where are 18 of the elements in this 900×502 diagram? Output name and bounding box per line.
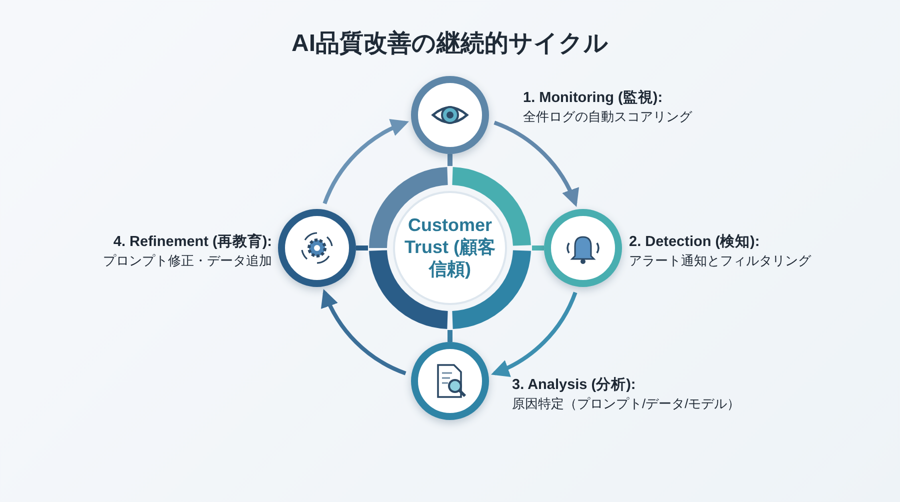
step-heading: 1. Monitoring (監視): bbox=[523, 88, 663, 107]
connector-line bbox=[356, 246, 368, 250]
connector-line bbox=[532, 246, 544, 250]
connector-line bbox=[448, 154, 452, 166]
step-heading: 2. Detection (検知): bbox=[629, 232, 760, 251]
title: AI品質改善の継続的サイクル bbox=[292, 28, 608, 59]
arrow bbox=[322, 120, 409, 204]
step-description: アラート通知とフィルタリング bbox=[629, 252, 811, 270]
arrow bbox=[491, 292, 578, 376]
step-heading: 4. Refinement (再教育): bbox=[113, 232, 272, 251]
arrow bbox=[494, 120, 578, 207]
step-description: 全件ログの自動スコアリング bbox=[523, 108, 692, 126]
arrow bbox=[322, 289, 406, 376]
step-description: 原因特定（プロンプト/データ/モデル） bbox=[512, 395, 740, 413]
connector-line bbox=[448, 330, 452, 342]
step-description: プロンプト修正・データ追加 bbox=[103, 252, 272, 270]
center-label: Customer Trust (顧客信頼) bbox=[403, 214, 496, 280]
step-heading: 3. Analysis (分析): bbox=[512, 376, 636, 394]
